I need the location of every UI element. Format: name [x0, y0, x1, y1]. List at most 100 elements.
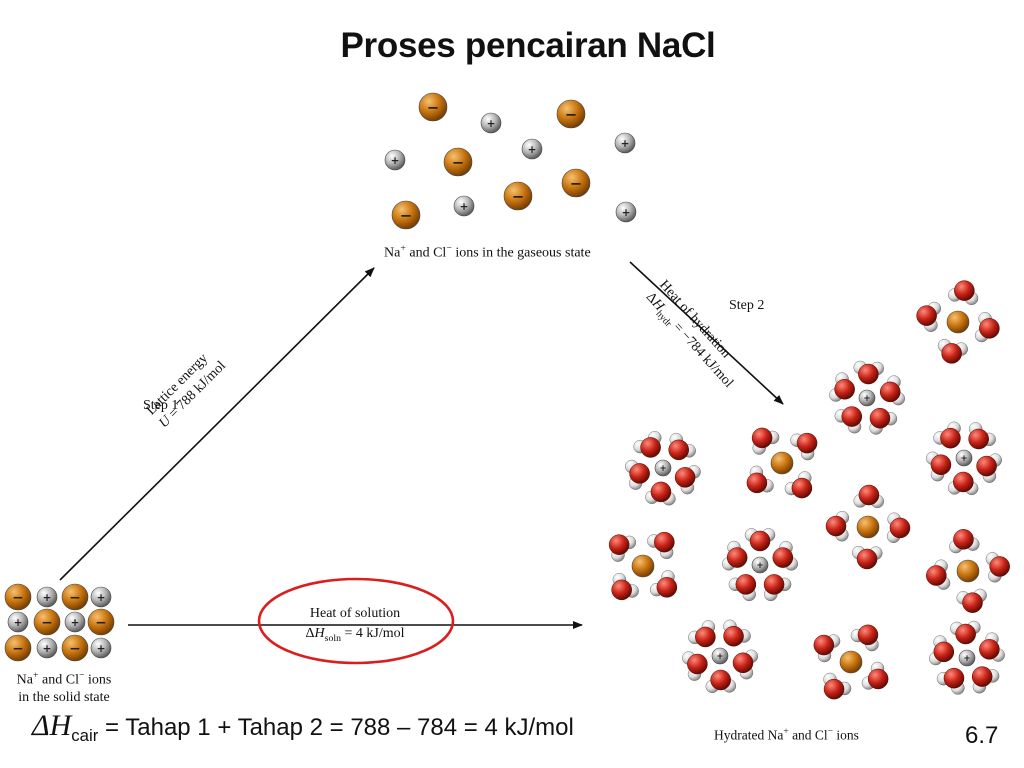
slide-title: Proses pencairan NaCl	[340, 26, 716, 65]
svg-text:+: +	[963, 653, 970, 663]
svg-text:−: −	[565, 106, 577, 123]
gaseous-ions: −+−++−+−−+−+	[384, 92, 637, 230]
sodium-ion: +	[384, 149, 406, 171]
svg-text:+: +	[863, 393, 870, 403]
svg-text:+: +	[43, 592, 52, 604]
water-molecule	[722, 540, 748, 571]
water-molecule	[979, 632, 1005, 662]
sodium-ion: +	[955, 449, 973, 467]
sodium-ion: +	[90, 637, 112, 659]
water-molecule	[682, 651, 708, 681]
svg-text:−: −	[69, 641, 80, 657]
svg-text:+: +	[659, 463, 666, 473]
svg-text:+: +	[960, 453, 967, 463]
svg-text:−: −	[12, 590, 23, 606]
sodium-ion: +	[7, 611, 29, 633]
sodium-ion: +	[36, 586, 58, 608]
svg-text:−: −	[452, 154, 464, 171]
sodium-ion: +	[453, 195, 475, 217]
water-molecule	[886, 512, 911, 543]
water-molecule	[649, 570, 678, 598]
hydrated-ions-caption: Hydrated Na+ and Cl− ions	[714, 727, 859, 743]
water-molecule	[853, 484, 884, 509]
water-molecule	[926, 451, 952, 482]
water-molecule	[647, 531, 675, 560]
chloride-ion: −	[503, 181, 533, 211]
svg-text:+: +	[756, 560, 763, 570]
chloride-ion: −	[61, 634, 89, 662]
water-molecule	[829, 372, 855, 402]
svg-text:−: −	[512, 188, 524, 205]
water-molecule	[813, 634, 841, 663]
heat-of-solution-label: Heat of solution ΔHsoln = 4 kJ/mol	[305, 606, 405, 644]
water-molecule	[936, 667, 965, 695]
chloride-ion	[956, 559, 980, 583]
chloride-ion: −	[4, 583, 32, 611]
chloride-ion: −	[33, 608, 61, 636]
sodium-ion: +	[480, 112, 502, 134]
water-molecule	[852, 545, 883, 570]
water-molecule	[746, 465, 774, 494]
water-molecule	[728, 574, 757, 602]
water-molecule	[947, 471, 979, 496]
water-molecule	[608, 534, 637, 562]
water-molecule	[937, 338, 968, 364]
svg-text:+: +	[460, 201, 469, 213]
water-molecule	[853, 360, 884, 385]
chloride-ion	[946, 310, 970, 334]
water-molecule	[723, 619, 751, 647]
svg-text:+: +	[391, 155, 400, 167]
water-molecule	[784, 471, 813, 499]
chloride-ion: −	[61, 583, 89, 611]
water-molecule	[948, 280, 979, 306]
svg-text:+: +	[621, 138, 630, 150]
water-molecule	[933, 421, 961, 449]
step1-label: Step 1	[143, 398, 179, 413]
water-molecule	[772, 540, 798, 571]
water-molecule	[949, 529, 980, 554]
chloride-ion: −	[4, 634, 32, 662]
water-molecule	[688, 620, 716, 648]
water-molecule	[751, 427, 780, 455]
water-molecule	[850, 624, 879, 652]
water-molecule	[974, 312, 1000, 343]
water-molecule	[645, 481, 676, 506]
water-molecule	[674, 465, 701, 495]
sodium-ion: +	[654, 459, 672, 477]
step2-label: Step 2	[729, 298, 765, 313]
svg-text:−: −	[69, 590, 80, 606]
svg-text:−: −	[12, 641, 23, 657]
water-molecule	[790, 432, 818, 461]
water-molecule	[625, 459, 650, 490]
step2-arrow	[629, 261, 784, 405]
step1-arrow	[59, 267, 375, 581]
svg-text:+: +	[14, 617, 23, 629]
sodium-ion: +	[64, 611, 86, 633]
sodium-ion: +	[751, 556, 769, 574]
water-molecule	[823, 672, 852, 700]
water-molecule	[879, 375, 905, 406]
svg-text:+: +	[97, 643, 106, 655]
chloride-ion	[631, 554, 655, 578]
svg-text:+: +	[487, 118, 496, 130]
sodium-ion: +	[615, 201, 637, 223]
sodium-ion: +	[958, 649, 976, 667]
hydrated-ions: ++++++	[608, 280, 1010, 700]
svg-text:+: +	[71, 617, 80, 629]
chloride-ion: −	[443, 147, 473, 177]
water-molecule	[611, 572, 639, 601]
water-molecule	[763, 574, 792, 602]
water-molecule	[705, 669, 737, 694]
svg-text:+: +	[43, 643, 52, 655]
svg-text:−: −	[427, 99, 439, 116]
chloride-ion	[856, 515, 880, 539]
water-molecule	[744, 528, 776, 552]
water-molecule	[861, 661, 889, 690]
water-molecule	[869, 407, 898, 435]
water-molecule	[976, 453, 1002, 483]
slide-number: 6.7	[965, 722, 999, 749]
chloride-ion: −	[391, 200, 421, 230]
solid-lattice: −+−++−+−−+−+	[4, 583, 115, 662]
